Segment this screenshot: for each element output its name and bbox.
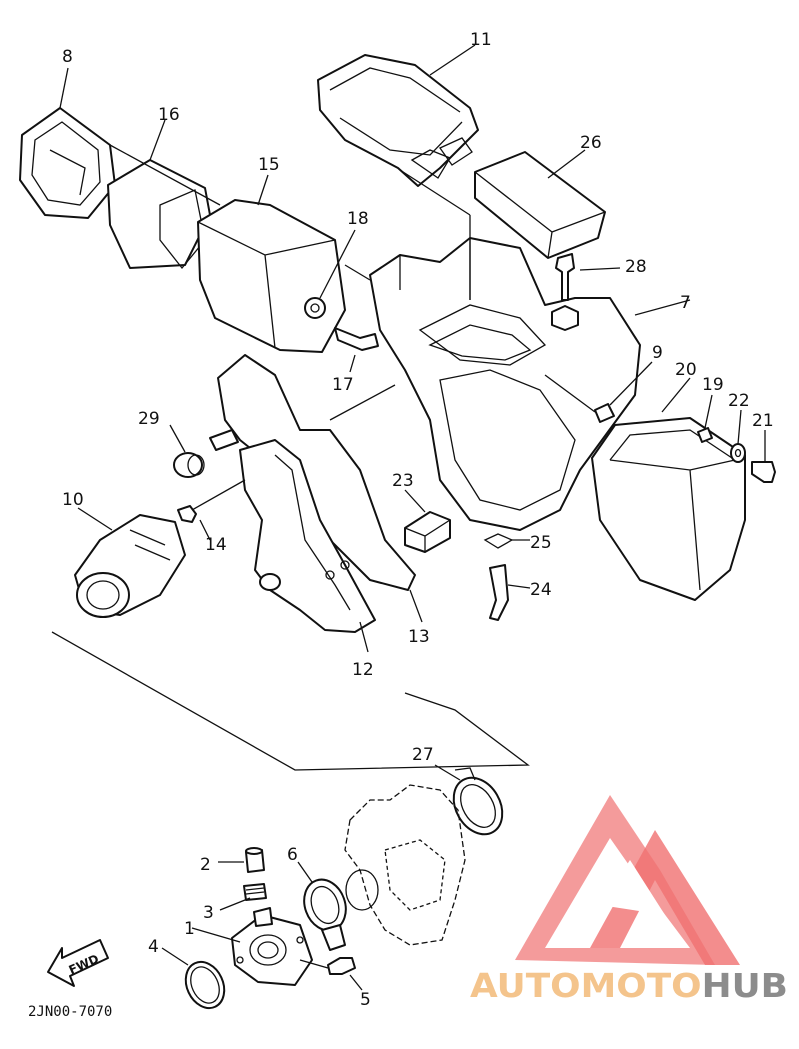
part-11-intake-boot <box>317 44 479 187</box>
part-21-bolt <box>751 430 776 483</box>
part-15-filter-element <box>197 174 346 353</box>
watermark-brand-part1: AUTOMOTO <box>470 966 702 1005</box>
part-5-bolt <box>299 957 363 991</box>
callout-18: 18 <box>347 209 369 229</box>
part-14-bolt <box>177 479 246 541</box>
callout-8: 8 <box>62 47 73 67</box>
part-1-intake-manifold <box>191 907 313 986</box>
callout-5: 5 <box>360 990 371 1010</box>
part-26-foam-strip <box>474 149 606 259</box>
part-17-bolt <box>334 327 379 373</box>
part-2-plug <box>218 847 265 873</box>
callout-22: 22 <box>728 391 750 411</box>
callout-19: 19 <box>702 375 724 395</box>
part-9-screw <box>544 361 653 423</box>
assembly-connector-line <box>51 631 530 771</box>
callout-4: 4 <box>148 937 159 957</box>
callout-12: 12 <box>352 660 374 680</box>
part-12-holder <box>239 439 376 653</box>
part-24-drain-tube <box>489 564 531 621</box>
callout-14: 14 <box>205 535 227 555</box>
callout-15: 15 <box>258 155 280 175</box>
part-code-label: 2JN00-7070 <box>28 1004 112 1020</box>
watermark-logo-icon <box>515 795 740 965</box>
callout-2: 2 <box>200 855 211 875</box>
part-27-hose-clamp <box>434 764 504 836</box>
part-19-fastener <box>697 394 713 443</box>
callout-13: 13 <box>408 627 430 647</box>
callout-21: 21 <box>752 411 774 431</box>
part-22-washer <box>730 409 746 463</box>
part-10-intake-joint <box>74 507 186 618</box>
part-18-grommet <box>304 229 356 319</box>
callout-9: 9 <box>652 343 663 363</box>
part-29-grommet <box>169 424 239 478</box>
callout-17: 17 <box>332 375 354 395</box>
callout-16: 16 <box>158 105 180 125</box>
watermark-brand-part2: HUB <box>702 966 788 1005</box>
callout-26: 26 <box>580 133 602 153</box>
carburetor-outline <box>344 784 466 946</box>
part-3-spring <box>219 883 267 911</box>
callout-23: 23 <box>392 471 414 491</box>
callout-25: 25 <box>530 533 552 553</box>
part-23-foam-block <box>404 489 451 553</box>
callout-29: 29 <box>138 409 160 429</box>
callout-11: 11 <box>470 30 492 50</box>
callout-labels: 1 2 3 4 5 6 7 8 9 10 11 12 13 14 15 16 1… <box>62 30 774 1010</box>
part-28-bolt <box>551 253 621 331</box>
part-4-o-ring <box>161 947 226 1010</box>
callout-6: 6 <box>287 845 298 865</box>
part-16-duct <box>107 119 221 270</box>
callout-27: 27 <box>412 745 434 765</box>
callout-7: 7 <box>680 293 691 313</box>
part-8-duct-flange <box>19 67 116 219</box>
callout-24: 24 <box>530 580 552 600</box>
fwd-arrow-icon: FWD <box>47 939 109 987</box>
callout-3: 3 <box>203 903 214 923</box>
callout-20: 20 <box>675 360 697 380</box>
callout-1: 1 <box>184 919 195 939</box>
part-20-air-box-cover <box>591 377 746 601</box>
part-25-clip <box>483 533 530 549</box>
callout-28: 28 <box>625 257 647 277</box>
callout-10: 10 <box>62 490 84 510</box>
part-6-clamp <box>297 861 347 951</box>
